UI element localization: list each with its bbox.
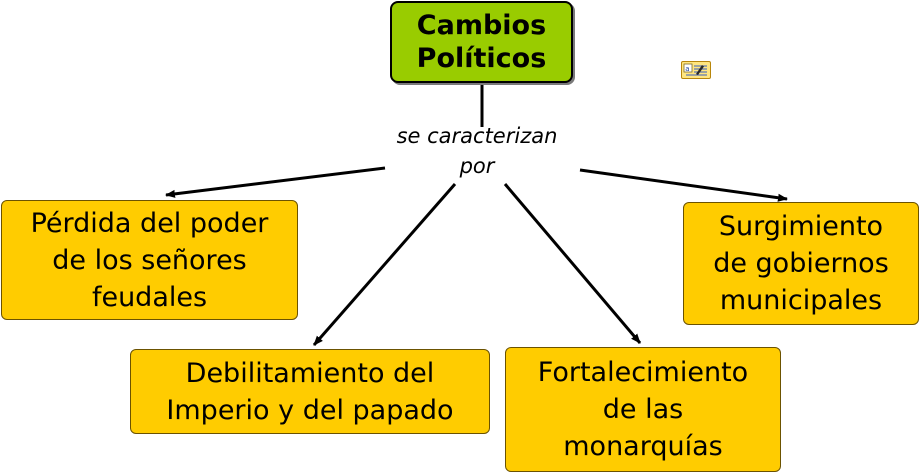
concept-node-monarquias[interactable]: Fortalecimiento de las monarquías	[505, 347, 781, 472]
arrow-to-monarquias	[503, 183, 642, 344]
note-icon[interactable]: a	[681, 61, 711, 79]
concept-label-municipales: Surgimiento de gobiernos municipales	[713, 211, 889, 316]
concept-node-feudal[interactable]: Pérdida del poder de los señores feudale…	[1, 200, 298, 320]
arrow-to-imperio	[312, 183, 457, 346]
arrow-to-feudal	[165, 166, 386, 198]
concept-label-monarquias: Fortalecimiento de las monarquías	[537, 357, 749, 462]
svg-text:a: a	[685, 65, 689, 73]
concept-label-imperio: Debilitamiento del Imperio y del papado	[166, 357, 454, 426]
root-concept-label: Cambios Políticos	[416, 10, 547, 74]
concept-node-imperio[interactable]: Debilitamiento del Imperio y del papado	[130, 349, 490, 434]
concept-label-feudal: Pérdida del poder de los señores feudale…	[30, 207, 269, 313]
concept-node-municipales[interactable]: Surgimiento de gobiernos municipales	[683, 202, 919, 325]
root-concept-node[interactable]: Cambios Políticos	[390, 1, 573, 83]
linking-phrase: se caracterizan por	[396, 124, 558, 178]
arrow-to-municipales	[579, 168, 788, 202]
